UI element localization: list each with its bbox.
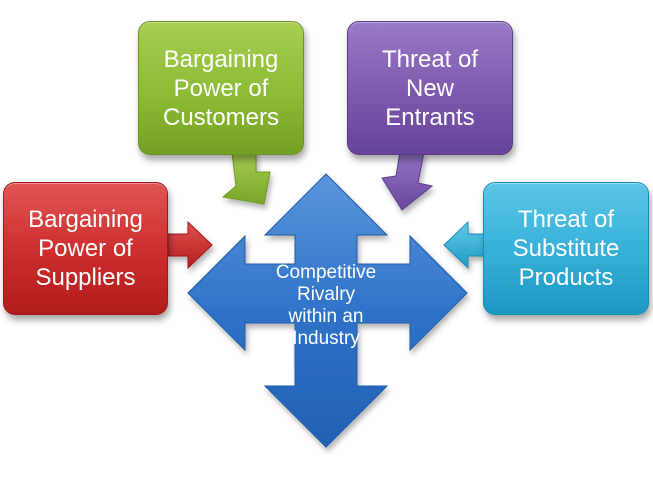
suppliers-label-line-3: Suppliers xyxy=(35,264,136,291)
substitutes-force-arrow xyxy=(443,220,485,270)
entrants-label-line-2: New xyxy=(405,74,454,102)
customers-force-arrow xyxy=(221,151,271,205)
bargaining-power-of-customers-box: Bargaining Power of Customers xyxy=(138,21,304,155)
customers-label-line-3: Customers xyxy=(162,103,280,131)
substitutes-label-line-2: Substitute xyxy=(512,235,620,262)
center-label-line-1: Competitive xyxy=(275,262,377,283)
substitutes-label-line-1: Threat of xyxy=(517,206,615,233)
suppliers-label-line-1: Bargaining xyxy=(28,206,143,233)
four-way-arrow xyxy=(187,173,468,448)
threat-of-substitute-products-box: Threat of Substitute Products xyxy=(483,182,649,315)
center-label-line-3: within an xyxy=(288,306,364,327)
bargaining-power-of-suppliers-box: Bargaining Power of Suppliers xyxy=(3,182,168,315)
customers-label-line-1: Bargaining xyxy=(163,45,279,73)
competitive-rivalry-label: Competitive Rivalry within an Industry xyxy=(236,262,416,350)
entrants-label-line-1: Threat of xyxy=(381,45,479,73)
suppliers-force-arrow xyxy=(167,220,213,270)
entrants-force-arrow xyxy=(381,151,434,211)
substitutes-label-line-3: Products xyxy=(518,264,614,291)
threat-of-new-entrants-box: Threat of New Entrants xyxy=(347,21,513,155)
center-label-line-4: Industry xyxy=(292,328,360,349)
center-label-line-2: Rivalry xyxy=(296,284,356,305)
entrants-label-line-3: Entrants xyxy=(385,103,475,131)
suppliers-label-line-2: Power of xyxy=(38,235,133,262)
customers-label-line-2: Power of xyxy=(173,74,269,102)
